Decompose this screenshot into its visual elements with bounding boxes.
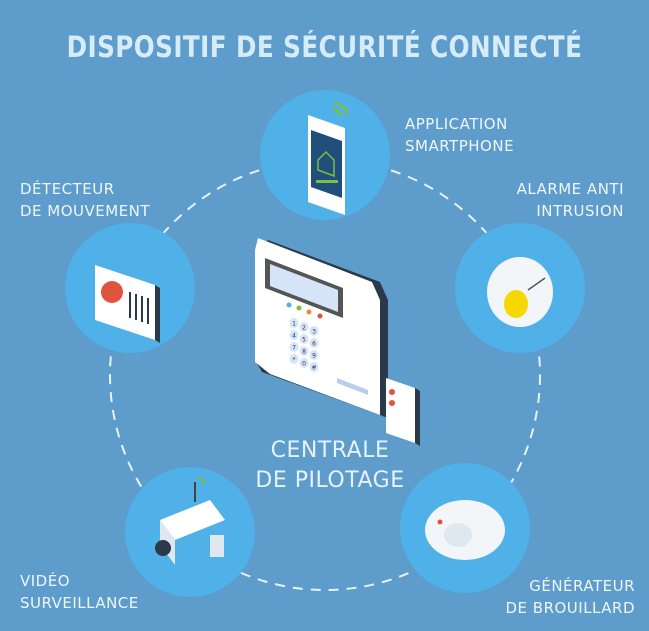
keypad-key-label: 4 [292,333,296,340]
video-camera-icon [155,477,225,565]
keypad-key-label: 3 [312,329,316,336]
control-panel-label-line2: DE PILOTAGE [255,468,405,493]
detector-label: DÉTECTEUR DE MOUVEMENT [20,178,150,222]
keypad-key [309,350,319,360]
keypad-key-label: * [293,357,296,364]
detector-label-line1: DÉTECTEUR [20,180,115,198]
smartphone-label: APPLICATION SMARTPHONE [405,113,514,157]
smartphone-label-line1: APPLICATION [405,115,508,133]
keypad-key [309,326,319,336]
alarm-label: ALARME ANTI INTRUSION [480,178,624,222]
smartphone-icon [308,102,350,215]
keypad-key-label: 5 [302,337,306,344]
video-label-line2: SURVEILLANCE [20,594,139,612]
keypad-key [309,362,319,372]
fog-generator-icon [425,500,505,560]
keypad-key-label: 0 [302,361,306,368]
keypad-key [299,346,309,356]
keypad-key-label: 7 [292,345,296,352]
keypad-key-label: 1 [292,321,296,328]
fog-label-line2: DE BROUILLARD [505,599,635,617]
keypad-key [299,322,309,332]
keypad-key-label: 2 [302,325,306,332]
intrusion-alarm-icon [487,257,553,327]
keypad-key [289,354,299,364]
keypad-key [289,342,299,352]
keypad-key [289,330,299,340]
control-panel-label-line1: CENTRALE [270,438,390,463]
keypad-key-label: 6 [312,341,316,348]
alarm-label-line2: INTRUSION [536,202,624,220]
fog-label: GÉNÉRATEUR DE BROUILLARD [480,575,635,619]
control-panel-icon: 123 456 789 * 0 # [255,238,420,446]
alarm-label-line1: ALARME ANTI [516,180,624,198]
video-label-line1: VIDÉO [20,572,71,590]
control-panel-label: CENTRALE DE PILOTAGE [245,436,415,496]
keypad-key [289,318,299,328]
page-title: DISPOSITIF DE SÉCURITÉ CONNECTÉ [66,30,583,64]
video-label: VIDÉO SURVEILLANCE [20,570,139,614]
keypad-key [309,338,319,348]
detector-label-line2: DE MOUVEMENT [20,202,151,220]
motion-detector-icon [95,265,160,343]
keypad-key [299,358,309,368]
keypad-key-label: 8 [302,349,306,356]
keypad-key [299,334,309,344]
keypad-key-label: 9 [312,353,316,360]
keypad-key-label: # [311,365,316,372]
fog-label-line1: GÉNÉRATEUR [529,577,635,595]
smartphone-label-line2: SMARTPHONE [405,137,515,155]
